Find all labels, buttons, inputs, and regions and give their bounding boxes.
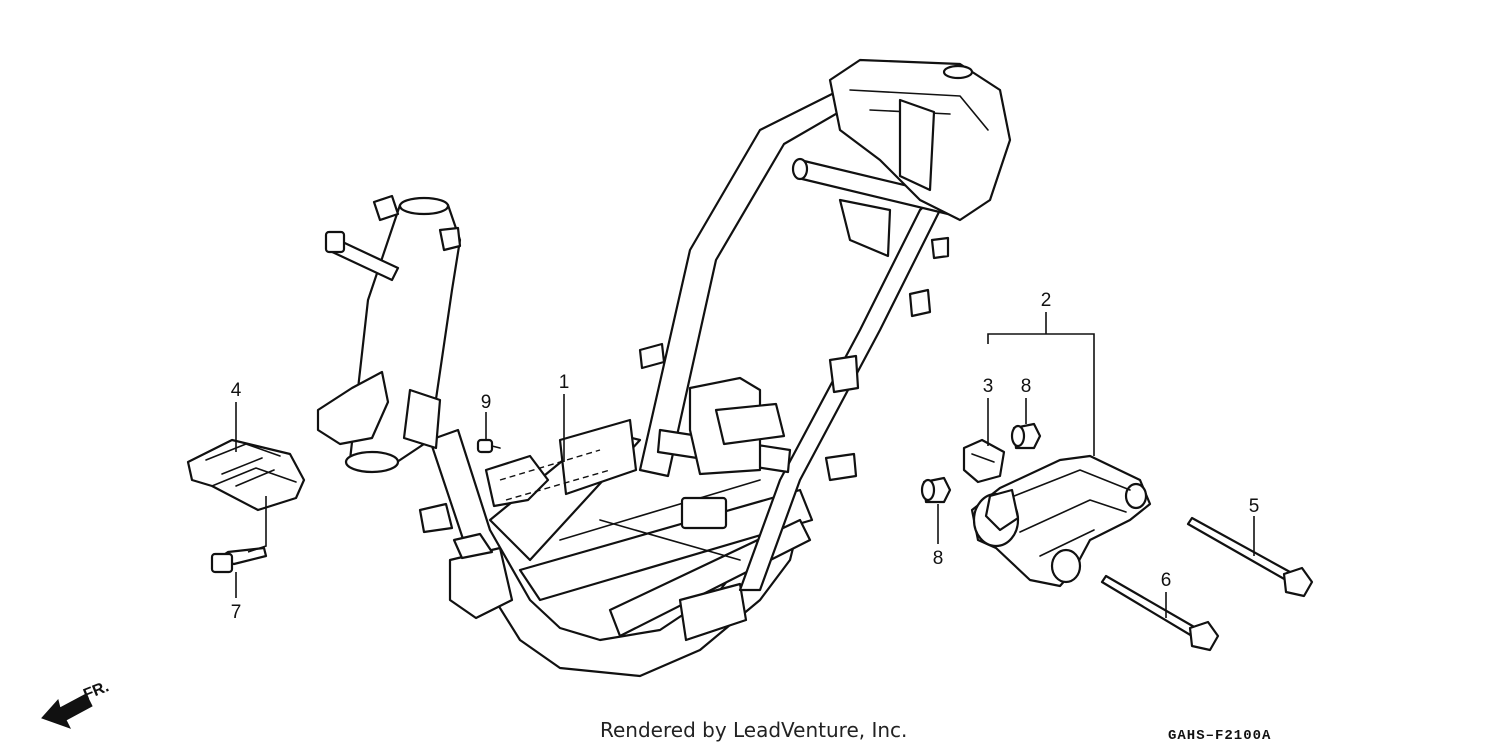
front-direction-indicator: FR. [41, 678, 111, 729]
engine-hanger[interactable] [970, 454, 1152, 588]
small-bolt[interactable] [476, 438, 501, 454]
callout-9: 9 [481, 392, 492, 413]
callout-7: 7 [231, 602, 242, 623]
hanger-bolt-long[interactable] [1186, 516, 1314, 598]
callout-2: 2 [1041, 290, 1052, 311]
bushing-upper[interactable] [1010, 422, 1042, 450]
callout-8-lower: 8 [933, 548, 944, 569]
bushing-lower[interactable] [920, 476, 952, 504]
leader-lines [235, 312, 1255, 618]
render-credit: Rendered by LeadVenture, Inc. [600, 718, 908, 742]
callout-4: 4 [231, 380, 242, 401]
callout-1: 1 [559, 372, 570, 393]
frame-body[interactable] [316, 58, 1012, 678]
callout-6: 6 [1161, 570, 1172, 591]
callout-5: 5 [1249, 496, 1260, 517]
cover-plate[interactable] [186, 438, 306, 512]
front-label: FR. [81, 678, 111, 703]
callout-3: 3 [983, 376, 994, 397]
callout-8-upper: 8 [1021, 376, 1032, 397]
flange-bolt[interactable] [210, 546, 268, 574]
front-arrow-icon [41, 693, 93, 729]
diagram-code: GAHS–F2100A [1168, 728, 1272, 744]
rubber-stopper[interactable] [962, 438, 1006, 484]
hanger-bolt-short[interactable] [1100, 574, 1220, 652]
